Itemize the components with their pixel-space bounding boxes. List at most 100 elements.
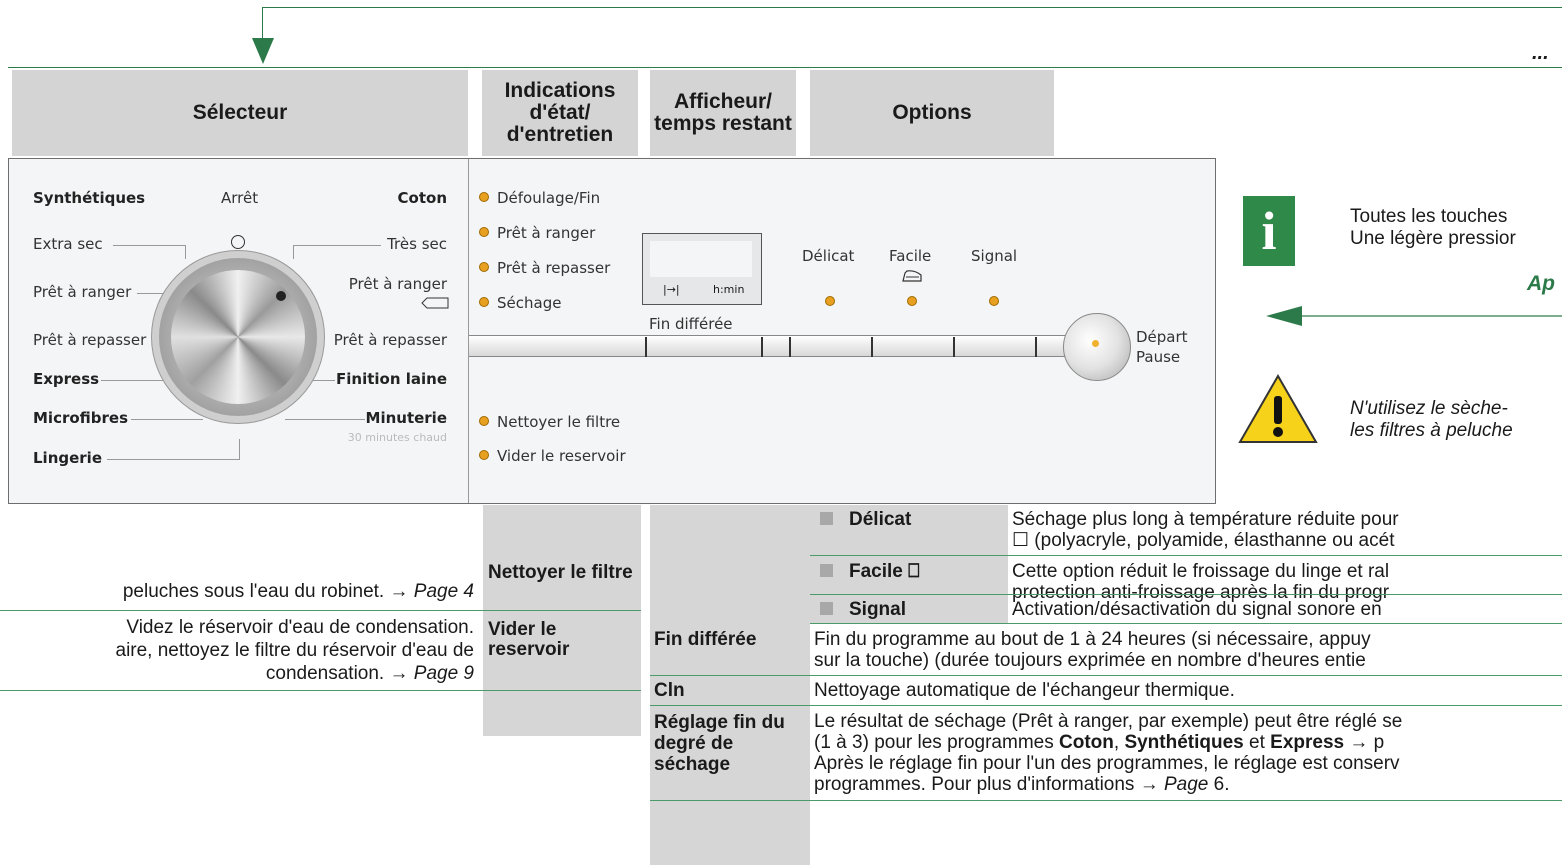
arrow-left-icon bbox=[1266, 306, 1562, 326]
option-row-signal-desc1: Activation/désactivation du signal sonor… bbox=[1012, 599, 1382, 620]
row-fin-differee-desc2: sur la touche) (durée toujours exprimée … bbox=[814, 650, 1366, 671]
dial-label-synthetiques: Synthétiques bbox=[33, 189, 146, 207]
dial-label-lingerie: Lingerie bbox=[33, 449, 103, 467]
info-ap: Ap bbox=[1527, 272, 1555, 295]
option-row-facile-name: Facile ⎕ bbox=[820, 562, 920, 581]
display-screen bbox=[650, 241, 752, 277]
info-text-1: Toutes les touches bbox=[1350, 206, 1508, 227]
row-divider bbox=[0, 690, 641, 691]
leader-line bbox=[239, 439, 240, 460]
indicator-pret-ranger: Prêt à ranger bbox=[479, 224, 595, 242]
delay-end-icon: |→| bbox=[663, 283, 680, 296]
iron-icon bbox=[902, 270, 922, 282]
options-name-column bbox=[810, 505, 1008, 623]
button-divider bbox=[1035, 337, 1037, 357]
leader-line bbox=[113, 245, 185, 246]
indicator-sechage: Séchage bbox=[479, 294, 561, 312]
leader-line bbox=[131, 419, 203, 420]
indicator-defoulage: Défoulage/Fin bbox=[479, 189, 600, 207]
main-label-column bbox=[650, 623, 810, 865]
dial-label-microfibres: Microfibres bbox=[33, 409, 129, 427]
button-divider bbox=[871, 337, 873, 357]
shirt-tag-icon bbox=[421, 297, 449, 309]
row-reglage-desc3: Après le réglage fin pour l'un des progr… bbox=[814, 753, 1400, 774]
signal-button[interactable] bbox=[955, 335, 1035, 355]
leader-line bbox=[293, 245, 294, 259]
leader-line bbox=[305, 380, 335, 381]
left-row2-label: Vider le reservoir bbox=[488, 619, 570, 660]
row-divider bbox=[810, 594, 1562, 595]
start-led bbox=[1092, 340, 1099, 347]
dial-label-extra-sec: Extra sec bbox=[33, 235, 103, 253]
flow-line-top bbox=[262, 7, 1562, 8]
row-divider bbox=[650, 705, 1562, 706]
row-cln-label: Cln bbox=[654, 680, 685, 701]
option-row-delicat-desc2: ☐ (polyacryle, polyamide, élasthanne ou … bbox=[1012, 530, 1395, 551]
row-reglage-label: Réglage fin du degré de séchage bbox=[654, 712, 785, 775]
button-divider bbox=[761, 337, 763, 357]
dial-label-pret-ranger-left: Prêt à ranger bbox=[33, 283, 132, 301]
row-fin-differee-desc1: Fin du programme au bout de 1 à 24 heure… bbox=[814, 629, 1371, 650]
left-row2-text2: aire, nettoyez le filtre du réservoir d'… bbox=[115, 640, 475, 661]
row-divider bbox=[0, 610, 641, 611]
row-reglage-desc4: programmes. Pour plus d'informations → P… bbox=[814, 774, 1230, 795]
display-unit: h:min bbox=[713, 283, 745, 296]
bullet-square-icon bbox=[820, 564, 833, 577]
option-label-signal: Signal bbox=[971, 247, 1018, 265]
dial-label-finition-laine: Finition laine bbox=[336, 370, 447, 388]
iron-icon: ⎕ bbox=[908, 561, 920, 582]
header-selector: Sélecteur bbox=[12, 70, 468, 156]
option-label-delicat: Délicat bbox=[802, 247, 855, 265]
dial-label-minuterie-sub: 30 minutes chaud bbox=[347, 431, 447, 444]
option-label-facile: Facile bbox=[889, 247, 932, 265]
warning-text-1: N'utilisez le sèche- bbox=[1350, 398, 1508, 419]
dial-label-arret: Arrêt bbox=[221, 189, 259, 207]
start-pause-button[interactable] bbox=[1063, 313, 1131, 381]
warning-text-2: les filtres à peluche bbox=[1350, 420, 1513, 441]
leader-line bbox=[285, 419, 365, 420]
delicat-button[interactable] bbox=[791, 335, 871, 355]
row-divider bbox=[650, 675, 1562, 676]
info-icon: i bbox=[1243, 196, 1295, 266]
flow-line-down bbox=[262, 7, 263, 41]
header-rule bbox=[8, 67, 1562, 68]
dial-label-tres-sec: Très sec bbox=[387, 235, 447, 253]
facile-button[interactable] bbox=[873, 335, 953, 355]
row-cln-desc: Nettoyage automatique de l'échangeur the… bbox=[814, 680, 1235, 701]
option-led-facile bbox=[907, 296, 917, 306]
option-row-signal-name: Signal bbox=[820, 600, 906, 619]
left-row1-text: peluches sous l'eau du robinet. → Page 4 bbox=[122, 581, 474, 602]
indicator-nettoyer-filtre: Nettoyer le filtre bbox=[479, 413, 620, 431]
row-reglage-desc2: (1 à 3) pour les programmes Coton, Synth… bbox=[814, 732, 1385, 753]
panel-divider bbox=[468, 159, 469, 503]
left-row2-text1: Videz le réservoir d'eau de condensation… bbox=[126, 617, 474, 638]
leader-line bbox=[107, 459, 239, 460]
row-divider bbox=[650, 623, 1562, 624]
row-fin-differee-label: Fin différée bbox=[654, 629, 757, 650]
dial-label-pret-repasser-right: Prêt à repasser bbox=[333, 331, 447, 349]
option-row-facile-desc2: protection anti-froissage après la fin d… bbox=[1012, 582, 1390, 603]
continuation-dots: ... bbox=[1532, 42, 1549, 64]
arrow-down-icon bbox=[252, 38, 274, 64]
button-divider bbox=[645, 337, 647, 357]
button-divider bbox=[953, 337, 955, 357]
dial-label-pret-ranger-right: Prêt à ranger bbox=[348, 275, 447, 293]
control-panel: Synthétiques Arrêt Coton Extra sec Prêt … bbox=[8, 158, 1216, 504]
button-strip bbox=[469, 335, 1081, 357]
row-divider bbox=[810, 555, 1562, 556]
dial-label-express: Express bbox=[33, 370, 100, 388]
warning-icon bbox=[1238, 374, 1318, 443]
start-pause-label: Départ Pause bbox=[1136, 328, 1188, 366]
option-row-facile-desc1: Cette option réduit le froissage du ling… bbox=[1012, 561, 1390, 582]
info-text-2: Une légère pressior bbox=[1350, 228, 1516, 249]
row-reglage-desc1: Le résultat de séchage (Prêt à ranger, p… bbox=[814, 711, 1403, 732]
display-label-fin-differee: Fin différée bbox=[649, 315, 733, 333]
option-led-delicat bbox=[825, 296, 835, 306]
row-divider bbox=[650, 800, 1562, 801]
left-table-gap-column bbox=[650, 505, 810, 623]
indicator-vider-reservoir: Vider le reservoir bbox=[479, 447, 626, 465]
delay-button[interactable] bbox=[647, 335, 765, 355]
dial-label-coton: Coton bbox=[397, 189, 447, 207]
dial-label-minuterie: Minuterie bbox=[365, 409, 447, 427]
left-table-label-column bbox=[483, 505, 641, 736]
